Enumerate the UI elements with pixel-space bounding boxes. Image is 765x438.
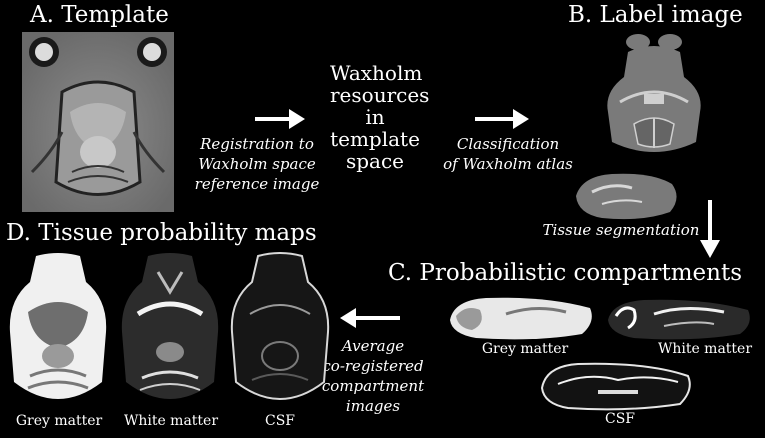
compartment-csf-image bbox=[538, 360, 694, 412]
average-caption-line: co-registered bbox=[322, 357, 424, 375]
registration-arrow bbox=[255, 107, 307, 131]
center-line: Waxholm bbox=[330, 61, 423, 85]
registration-caption-line: Registration to bbox=[200, 135, 314, 153]
segmentation-caption: Tissue segmentation bbox=[542, 221, 700, 239]
average-caption-line: images bbox=[345, 397, 401, 415]
registration-caption: Registration to Waxholm space reference … bbox=[182, 134, 332, 194]
template-title: A. Template bbox=[30, 2, 169, 28]
tpm-grey-caption: Grey matter bbox=[15, 413, 103, 429]
label-image-title: B. Label image bbox=[568, 2, 743, 28]
center-line: resources bbox=[330, 83, 430, 107]
label-image-axial bbox=[600, 32, 708, 160]
template-image bbox=[22, 32, 174, 212]
average-caption-line: Average bbox=[341, 337, 405, 355]
classification-arrow bbox=[475, 107, 531, 131]
compartment-csf-caption: CSF bbox=[604, 411, 636, 427]
average-arrow bbox=[338, 306, 402, 330]
tpm-csf-caption: CSF bbox=[264, 413, 296, 429]
compartment-grey-image bbox=[446, 294, 596, 342]
tpm-title: D. Tissue probability maps bbox=[6, 220, 317, 246]
tpm-grey-image bbox=[6, 252, 110, 412]
tpm-white-image bbox=[118, 252, 222, 412]
registration-caption-line: Waxholm space bbox=[198, 155, 316, 173]
center-line: template bbox=[330, 127, 420, 151]
tpm-csf-image bbox=[228, 252, 332, 412]
registration-caption-line: reference image bbox=[194, 175, 320, 193]
compartment-grey-caption: Grey matter bbox=[481, 341, 569, 357]
label-image-sagittal bbox=[572, 168, 682, 224]
compartment-white-image bbox=[604, 296, 754, 342]
classification-caption-line: Classification bbox=[456, 135, 560, 153]
average-caption-line: compartment bbox=[321, 377, 425, 395]
average-caption: Average co-registered compartment images bbox=[318, 336, 428, 416]
segmentation-arrow bbox=[698, 200, 722, 260]
tpm-white-caption: White matter bbox=[123, 413, 219, 429]
center-line: in bbox=[365, 105, 385, 129]
center-line: space bbox=[345, 149, 405, 173]
classification-caption: Classification of Waxholm atlas bbox=[438, 134, 578, 174]
center-text: Waxholm resources in template space bbox=[330, 61, 430, 173]
compartment-white-caption: White matter bbox=[657, 341, 753, 357]
classification-caption-line: of Waxholm atlas bbox=[443, 155, 573, 173]
compartments-title: C. Probabilistic compartments bbox=[388, 260, 743, 286]
